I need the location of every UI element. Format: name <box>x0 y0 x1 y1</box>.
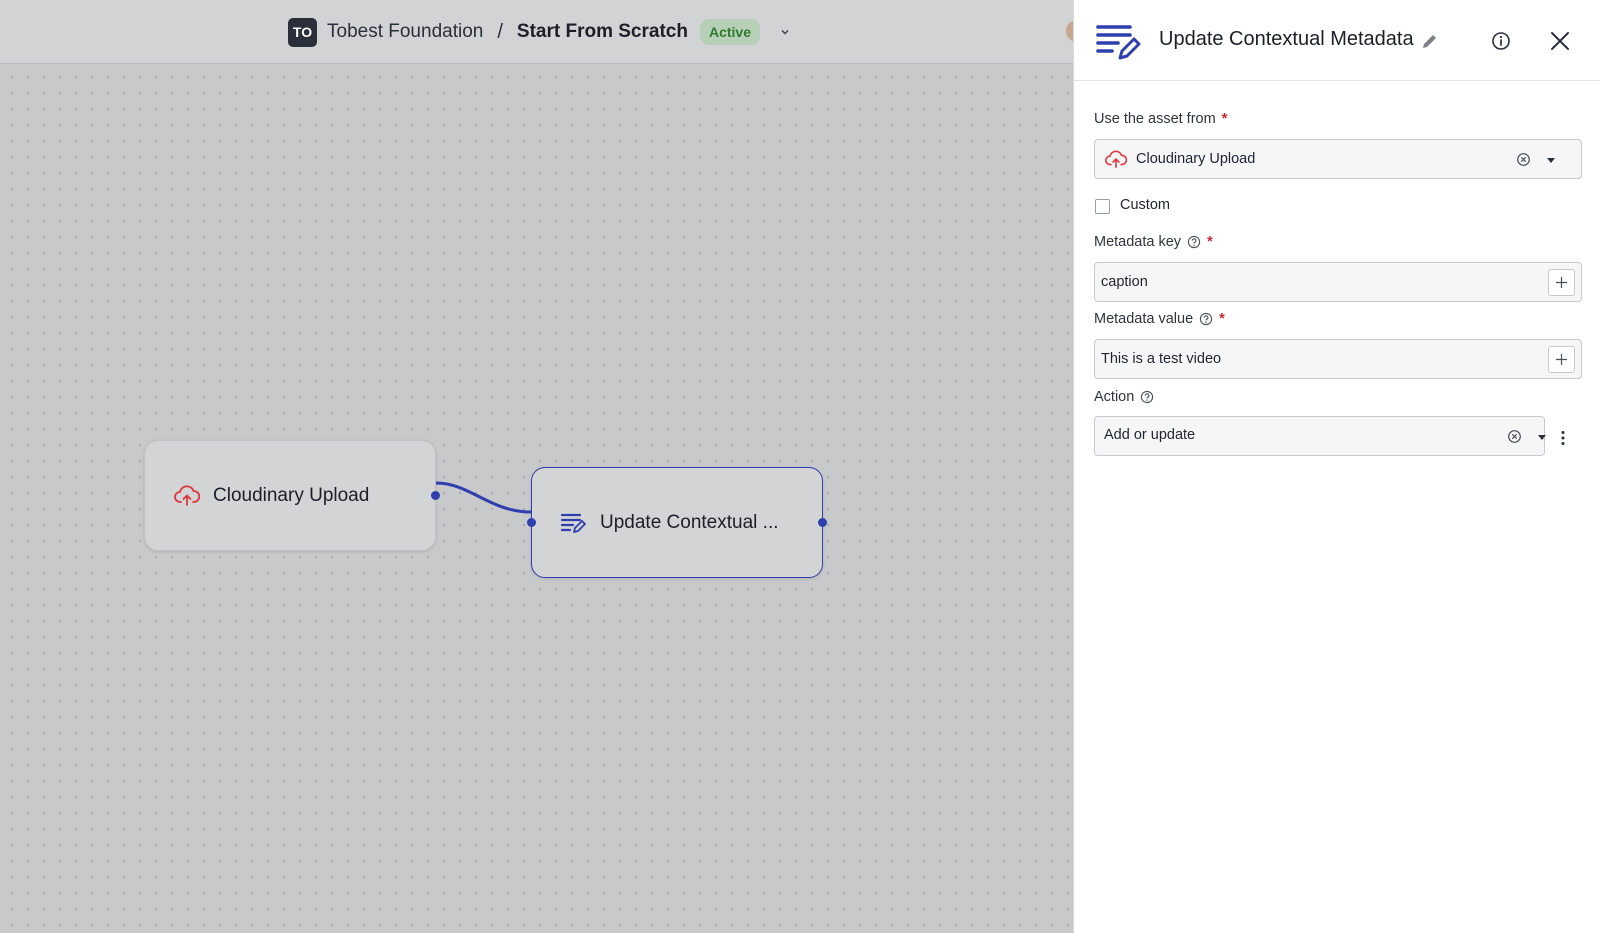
field-label-text: Use the asset from <box>1094 111 1216 127</box>
metadata-key-input[interactable]: caption <box>1094 262 1582 302</box>
node-label: Cloudinary Upload <box>213 484 370 506</box>
required-mark: * <box>1219 311 1225 327</box>
output-handle[interactable] <box>818 518 827 527</box>
metadata-value-input[interactable]: This is a test video <box>1094 339 1582 379</box>
asset-select[interactable]: Cloudinary Upload <box>1094 139 1582 179</box>
flow-edge <box>435 481 532 514</box>
insert-variable-button[interactable] <box>1548 346 1575 373</box>
input-handle[interactable] <box>527 518 536 527</box>
field-label-text: Metadata value <box>1094 311 1194 327</box>
metadata-key-value: caption <box>1101 274 1148 290</box>
help-icon[interactable] <box>1140 390 1154 404</box>
help-icon[interactable] <box>1187 235 1201 249</box>
pencil-icon[interactable] <box>1421 32 1439 50</box>
action-select[interactable]: Add or update <box>1094 416 1546 456</box>
metadata-edit-icon <box>560 509 588 537</box>
caret-down-icon[interactable] <box>1544 153 1558 167</box>
node-cloudinary-upload[interactable]: Cloudinary Upload <box>144 440 440 551</box>
caret-down-icon[interactable] <box>1535 430 1549 444</box>
panel-title: Update Contextual Metadata <box>1159 28 1414 50</box>
cloud-upload-icon <box>173 482 201 510</box>
clear-icon[interactable] <box>1516 152 1531 167</box>
action-select-value: Add or update <box>1104 427 1196 443</box>
node-label: Update Contextual ... <box>600 511 779 533</box>
status-badge: Active <box>699 19 760 45</box>
field-label-text: Metadata key <box>1094 234 1182 250</box>
metadata-edit-icon <box>1096 22 1142 62</box>
plus-icon <box>1556 277 1567 288</box>
custom-checkbox[interactable] <box>1095 199 1110 214</box>
required-mark: * <box>1207 234 1213 250</box>
info-icon[interactable] <box>1490 30 1512 52</box>
output-handle[interactable] <box>431 491 440 500</box>
org-name-link[interactable]: Tobest Foundation <box>327 21 484 42</box>
asset-field-label: Use the asset from * <box>1094 111 1227 127</box>
asset-select-value: Cloudinary Upload <box>1136 151 1256 167</box>
help-icon[interactable] <box>1199 312 1213 326</box>
chevron-down-icon[interactable] <box>778 25 792 39</box>
flow-name[interactable]: Start From Scratch <box>516 21 688 42</box>
action-label: Action <box>1094 389 1154 405</box>
clear-icon[interactable] <box>1507 429 1522 444</box>
flow-canvas[interactable]: Cloudinary Upload Update Contextual ... <box>0 65 1073 933</box>
metadata-value-label: Metadata value * <box>1094 311 1225 327</box>
more-options-icon[interactable] <box>1556 429 1570 447</box>
org-badge[interactable]: TO <box>288 17 317 47</box>
insert-variable-button[interactable] <box>1548 269 1575 296</box>
metadata-key-label: Metadata key * <box>1094 234 1213 250</box>
panel-header: Update Contextual Metadata <box>1074 0 1600 81</box>
close-icon[interactable] <box>1547 28 1573 54</box>
metadata-value-value: This is a test video <box>1101 351 1222 367</box>
node-settings-panel: Update Contextual Metadata Use the asset… <box>1073 0 1600 933</box>
breadcrumb-separator: / <box>497 20 503 43</box>
required-mark: * <box>1221 111 1228 127</box>
cloud-upload-icon <box>1105 150 1128 170</box>
plus-icon <box>1556 354 1567 365</box>
breadcrumb: TO Tobest Foundation / Start From Scratc… <box>288 17 792 47</box>
node-update-contextual-metadata[interactable]: Update Contextual ... <box>527 467 827 578</box>
custom-checkbox-label[interactable]: Custom <box>1120 197 1170 213</box>
field-label-text: Action <box>1094 389 1135 405</box>
